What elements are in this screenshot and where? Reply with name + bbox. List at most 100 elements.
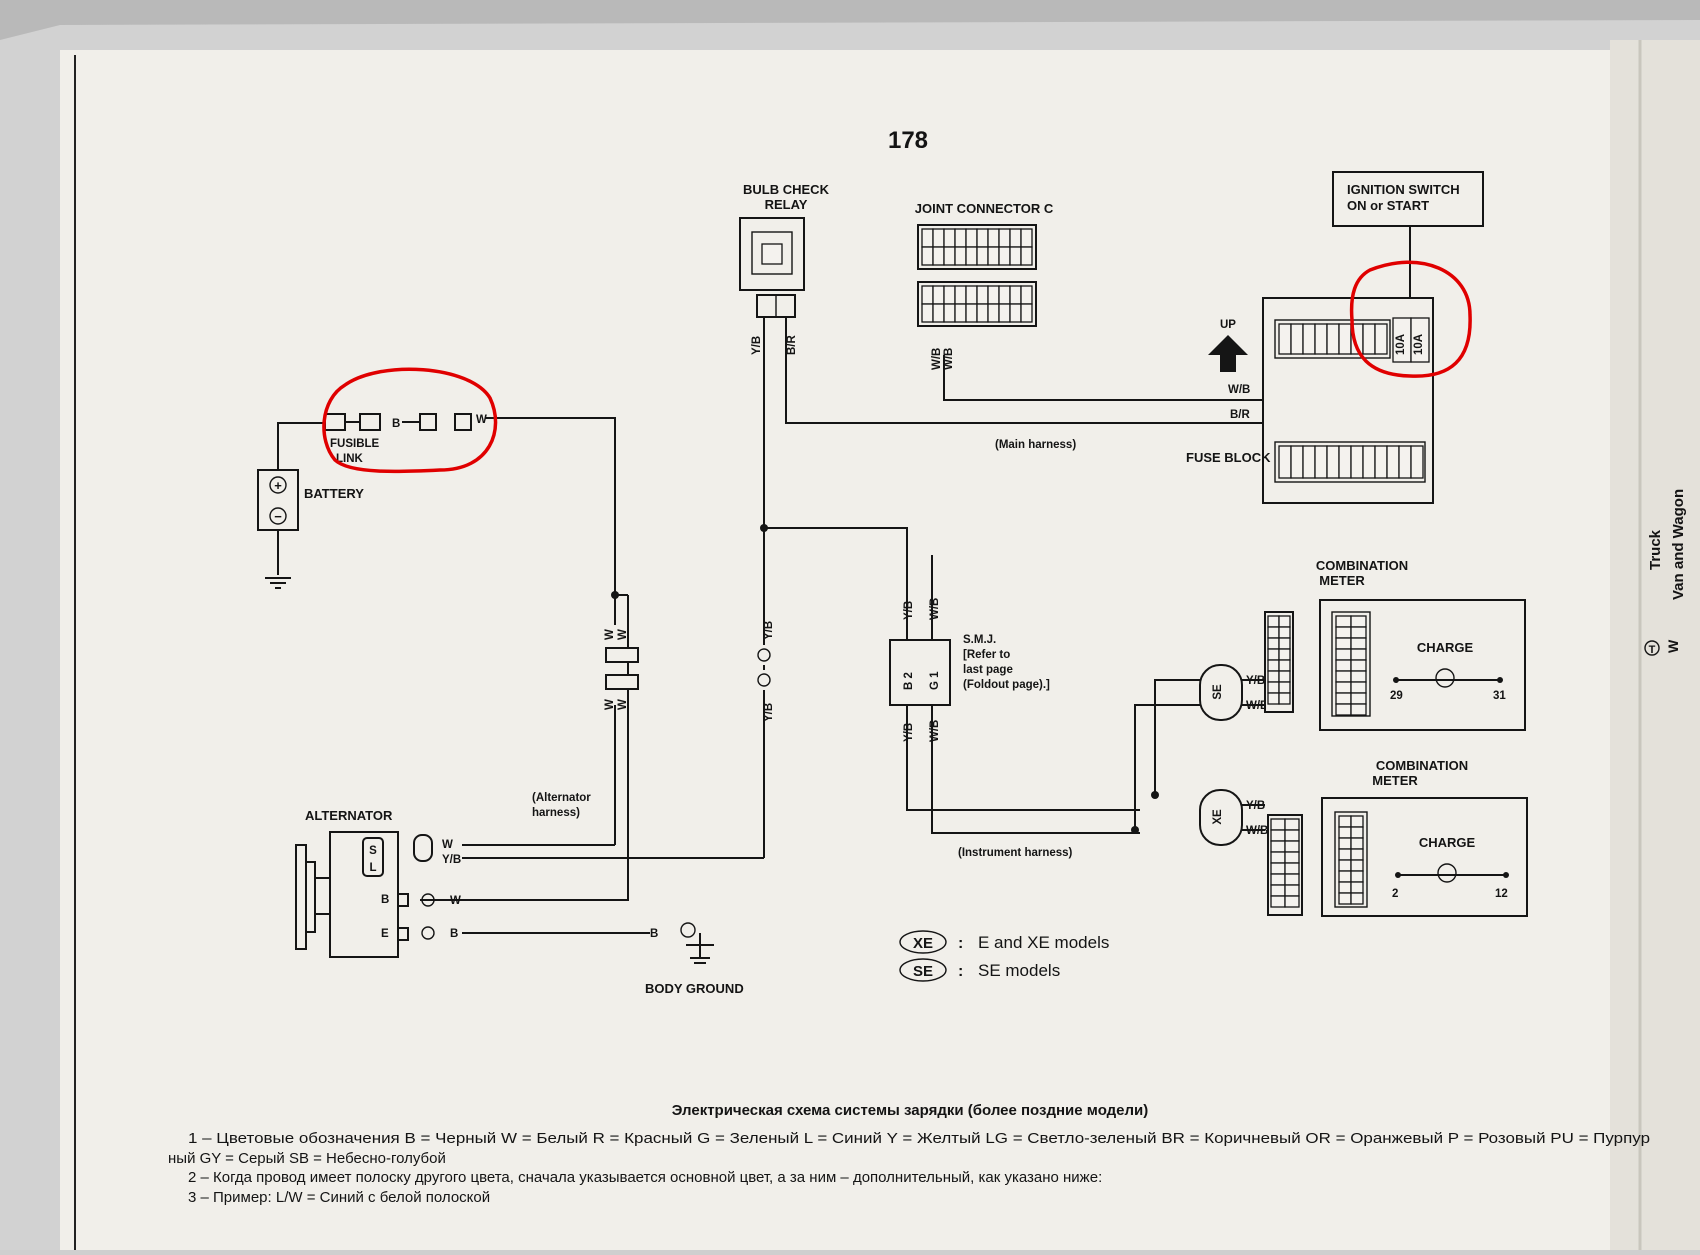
xe-charge-lamp-label: CHARGE — [1419, 835, 1476, 850]
xe-meter-title-1: COMBINATION — [1376, 758, 1468, 773]
instrument-harness-label: (Instrument harness) — [958, 847, 1073, 859]
joint-connector-pin — [943, 285, 956, 305]
bulb-check-relay: BULB CHECK RELAY Y/B B/R — [739, 182, 830, 355]
se-meter-pin — [1350, 648, 1367, 661]
se-meter-pin — [1335, 692, 1352, 705]
harness-wire-w-4: W — [617, 699, 629, 710]
alternator-s-wire-w: W — [442, 839, 453, 851]
se-meter-pin — [1350, 659, 1367, 672]
joint-connector-pin — [943, 246, 956, 266]
yb-inline-connectors: Y/B Y/B — [757, 621, 775, 722]
joint-connector-pin — [921, 303, 934, 323]
joint-connector-pin — [987, 285, 1000, 305]
joint-wire-wb-1: W/B — [931, 348, 943, 370]
joint-connector-pin — [1020, 303, 1033, 323]
se-meter-pin — [1335, 648, 1352, 661]
alternator-harness-connector: W W W W (Alternator harness) — [532, 629, 639, 819]
joint-connector-pin — [932, 246, 945, 266]
se-meter-pin — [1350, 615, 1367, 628]
se-wire-yb-label: Y/B — [1246, 675, 1265, 687]
xe-connector-pin — [1284, 873, 1300, 886]
joint-wire-wb-2: W/B — [943, 348, 955, 370]
se-connector-pin — [1278, 648, 1291, 661]
joint-connector-pin — [954, 228, 967, 248]
smj-label-3: last page — [963, 664, 1013, 676]
fuse-slot — [1374, 445, 1388, 479]
xe-meter-pin — [1350, 826, 1364, 839]
se-charge-lamp-label: CHARGE — [1417, 640, 1474, 655]
caption: Электрическая схема системы зарядки (бол… — [168, 1102, 1650, 1206]
xe-meter-pin — [1338, 815, 1352, 828]
se-meter-pin — [1350, 681, 1367, 694]
fuse-slot — [1314, 323, 1328, 355]
xe-connector-pin — [1270, 884, 1286, 897]
battery: + − BATTERY — [257, 469, 364, 589]
joint-connector-pin — [954, 285, 967, 305]
fuse-slot — [1278, 445, 1292, 479]
xe-meter-pin — [1350, 892, 1364, 905]
harness-wire-w-3: W — [604, 699, 616, 710]
caption-line-1: 1 – Цветовые обозначения B = Черный W = … — [188, 1130, 1650, 1147]
joint-connector-pin — [1009, 228, 1022, 248]
legend-code-se: SE — [913, 963, 933, 980]
alternator-harness-label-1: (Alternator — [532, 792, 591, 804]
xe-meter-pin — [1350, 815, 1364, 828]
se-connector-pin — [1278, 615, 1291, 628]
ignition-label-1: IGNITION SWITCH — [1347, 182, 1460, 197]
joint-connector-pin — [965, 246, 978, 266]
caption-line-1b: ный GY = Серый SB = Небесно-голубой — [168, 1150, 446, 1167]
xe-meter-pin — [1350, 881, 1364, 894]
smj-connector: Y/B W/B B 2 G 1 Y/B W/B S.M.J. [Refer to… — [889, 598, 1050, 742]
red-highlight-fusible-link — [322, 367, 498, 474]
xe-wire-yb-label: Y/B — [1246, 800, 1265, 812]
fuse-block: 10A 10A FUSE BLOCK UP W/B B/R — [1186, 260, 1472, 504]
relay-wire-yb: Y/B — [751, 336, 763, 355]
se-meter-pin — [1335, 637, 1352, 650]
xe-connector-pin — [1270, 862, 1286, 875]
fusible-link-wire-w: W — [476, 414, 487, 426]
fuse-slot — [1386, 445, 1400, 479]
joint-connector-pin — [954, 303, 967, 323]
smj-pin-b2: B 2 — [903, 672, 915, 690]
joint-connector-pin — [1020, 246, 1033, 266]
xe-connector-pin — [1270, 840, 1286, 853]
joint-connector-c: JOINT CONNECTOR C W/B W/B — [915, 201, 1054, 370]
alternator-terminal-l: L — [369, 862, 376, 874]
fuse-slot — [1302, 323, 1316, 355]
up-arrow-icon — [1208, 335, 1248, 372]
xe-meter-pin — [1350, 837, 1364, 850]
se-meter-pin — [1335, 626, 1352, 639]
relay-label-2: RELAY — [765, 197, 808, 212]
battery-plus: + — [274, 478, 282, 493]
legend-colon-se: : — [958, 963, 963, 980]
joint-connector-pin — [1009, 246, 1022, 266]
battery-label: BATTERY — [304, 486, 364, 501]
joint-connector-pin — [1009, 303, 1022, 323]
fuse-slot — [1326, 445, 1340, 479]
side-tab: Truck Van and Wagon T W — [1644, 489, 1687, 656]
xe-meter-pin — [1338, 826, 1352, 839]
ground-wire-b: B — [650, 928, 658, 940]
legend-text-xe: E and XE models — [978, 933, 1109, 952]
se-charge-lamp-icon — [1435, 668, 1455, 688]
caption-line-3: 3 – Пример: L/W = Синий с белой полоской — [188, 1189, 490, 1206]
fuse-slot — [1362, 445, 1376, 479]
fuse-slot — [1350, 445, 1364, 479]
fuse-slot — [1278, 323, 1292, 355]
se-meter-pin — [1335, 681, 1352, 694]
xe-meter-pin — [1350, 870, 1364, 883]
side-marker-w: W — [1665, 639, 1681, 653]
fusible-link-label-2: LINK — [336, 453, 364, 465]
joint-connector-pin — [921, 228, 934, 248]
fuse-slot — [1290, 323, 1304, 355]
smj-pin-g1: G 1 — [929, 671, 941, 690]
smj-wire-yb-bottom: Y/B — [903, 723, 915, 742]
se-connector-pin — [1267, 692, 1280, 705]
fuse-block-label: FUSE BLOCK — [1186, 450, 1271, 465]
xe-connector-pin — [1270, 851, 1286, 864]
caption-line-2: 2 – Когда провод имеет полоску другого ц… — [188, 1169, 1102, 1186]
se-connector-pin — [1278, 681, 1291, 694]
xe-connector-pin — [1270, 818, 1286, 831]
